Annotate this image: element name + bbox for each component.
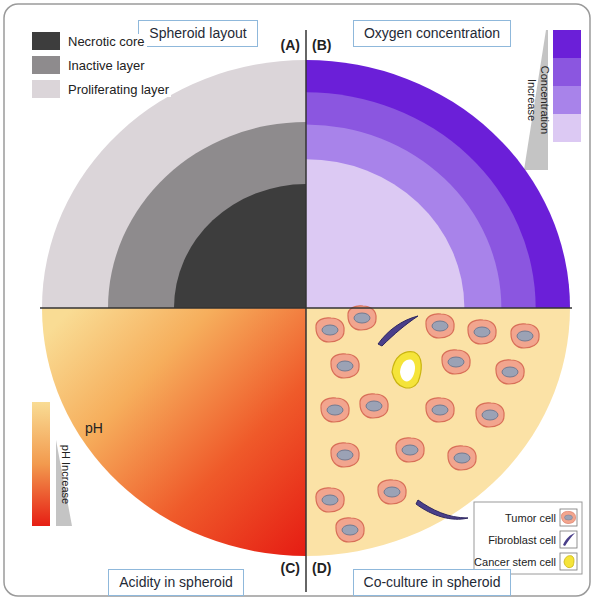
legend-text: Tumor cell bbox=[505, 512, 556, 524]
legend-text: Necrotic core bbox=[66, 34, 147, 49]
legend-icon-box bbox=[560, 509, 577, 526]
title-text: Oxygen concentration bbox=[364, 25, 500, 42]
tumor-cell bbox=[468, 320, 496, 344]
legend-text: Cancer stem cell bbox=[474, 556, 556, 568]
scale-label: pH Increase bbox=[60, 444, 73, 503]
legend-text: Fibroblast cell bbox=[488, 534, 556, 546]
tumor-cell bbox=[360, 394, 388, 418]
tumor-cell bbox=[348, 306, 376, 330]
legend-icon-box bbox=[560, 553, 577, 570]
panel-letter: (A) bbox=[281, 37, 300, 53]
tumor-cell bbox=[336, 518, 364, 542]
divider bbox=[305, 30, 307, 592]
title-box: Co-culture in spheroid bbox=[353, 569, 512, 596]
legend-swatch bbox=[32, 56, 60, 74]
oxygen-band bbox=[306, 159, 464, 308]
acidity-gradient bbox=[42, 308, 306, 556]
legend-icon-box bbox=[560, 531, 577, 548]
scale-step bbox=[553, 86, 581, 114]
tumor-cell bbox=[378, 480, 406, 504]
spheroid-layer bbox=[42, 60, 306, 308]
panel-letter: (C) bbox=[281, 560, 300, 576]
scale-wedge bbox=[54, 440, 72, 526]
scale-step bbox=[553, 30, 581, 58]
coculture-ground bbox=[306, 308, 570, 556]
tumor-cell bbox=[316, 318, 344, 342]
tumor-cell bbox=[316, 488, 344, 512]
tumor-cell bbox=[331, 443, 359, 467]
scale-step bbox=[553, 58, 581, 86]
legend-stem-icon bbox=[564, 556, 574, 568]
tumor-cell bbox=[321, 398, 349, 422]
stem-cell bbox=[392, 352, 421, 388]
title-box: Spheroid layout bbox=[138, 20, 257, 47]
legend-text: Proliferating layer bbox=[66, 82, 171, 97]
title-text: Spheroid layout bbox=[149, 25, 246, 42]
stem-cell-core bbox=[400, 360, 415, 382]
tumor-cell bbox=[396, 438, 424, 462]
tumor-cell bbox=[331, 354, 359, 378]
ph-bar bbox=[32, 402, 50, 526]
divider bbox=[40, 307, 572, 309]
panel-letter: (B) bbox=[312, 37, 331, 53]
title-box: Oxygen concentration bbox=[353, 20, 511, 47]
tumor-cell bbox=[496, 360, 524, 384]
spheroid-layer bbox=[174, 184, 306, 308]
title-text: Acidity in spheroid bbox=[119, 574, 233, 591]
title-box: Acidity in spheroid bbox=[108, 569, 244, 596]
tumor-cell bbox=[426, 398, 454, 422]
legend-swatch bbox=[32, 32, 60, 50]
legend-fibroblast-icon bbox=[563, 533, 575, 546]
fibroblast bbox=[378, 316, 418, 346]
tumor-cell bbox=[448, 446, 476, 470]
panel-letter: (D) bbox=[312, 560, 331, 576]
scale-label: pH bbox=[85, 420, 103, 436]
fibroblast bbox=[416, 500, 468, 519]
legend-text: Inactive layer bbox=[66, 58, 147, 73]
scale-label: Concentration Increase bbox=[525, 45, 551, 155]
legend-tumor-icon bbox=[561, 511, 575, 523]
scale-step bbox=[553, 114, 581, 142]
frame bbox=[4, 4, 590, 596]
tumor-cell bbox=[442, 350, 470, 374]
title-text: Co-culture in spheroid bbox=[364, 574, 501, 591]
oxygen-band bbox=[306, 124, 501, 308]
oxygen-band bbox=[306, 92, 536, 308]
spheroid-layer bbox=[108, 122, 306, 308]
legend-box bbox=[474, 502, 582, 574]
tumor-cell bbox=[511, 324, 539, 348]
tumor-cell bbox=[476, 403, 504, 427]
tumor-cell bbox=[426, 314, 454, 338]
legend-swatch bbox=[32, 80, 60, 98]
